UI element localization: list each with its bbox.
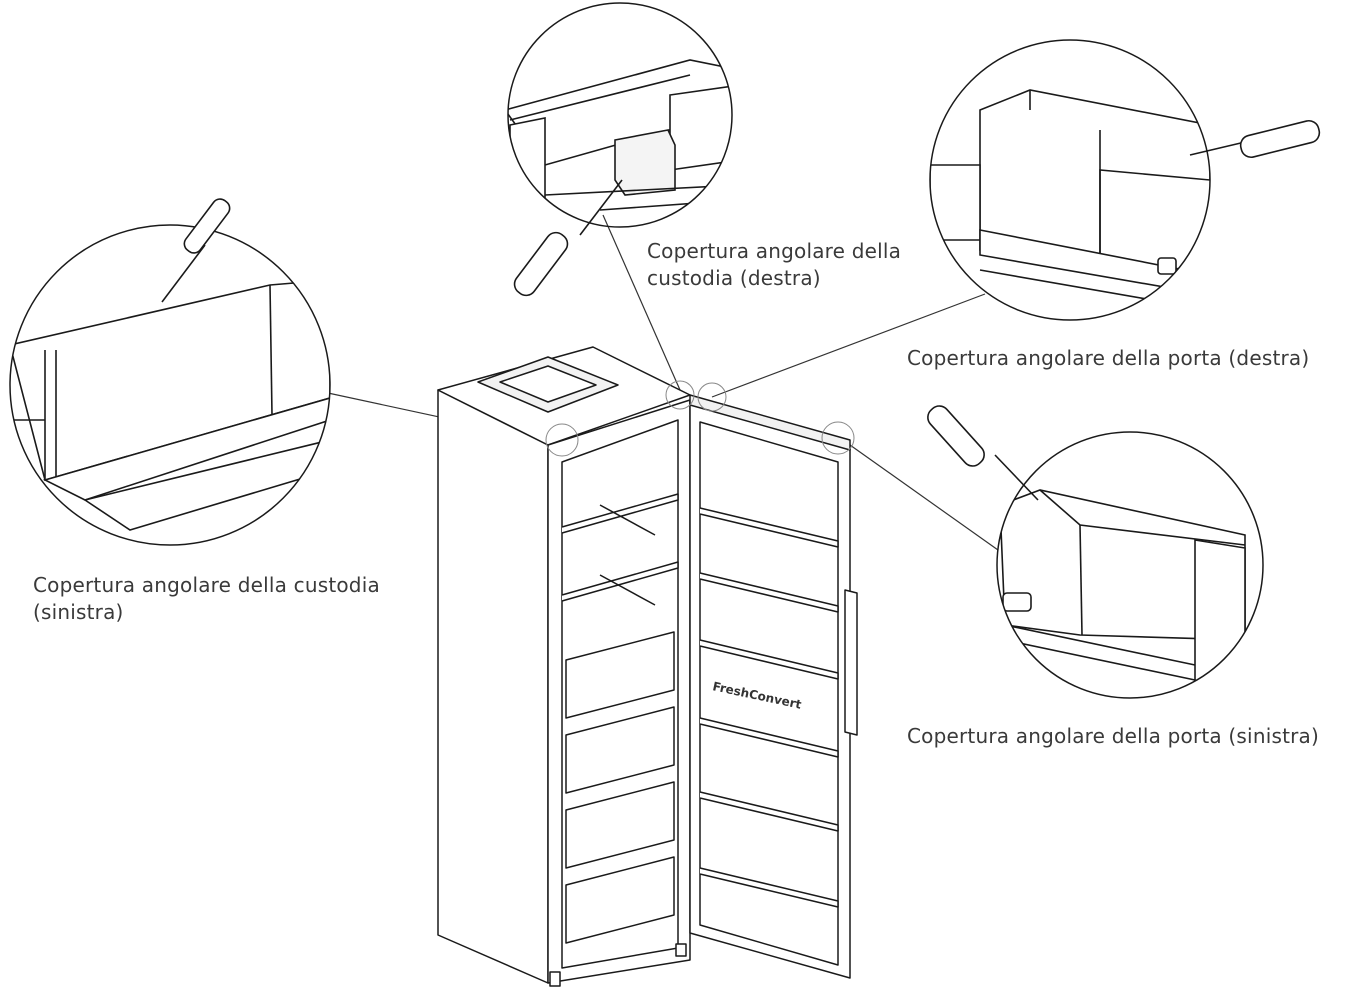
top-hinge-plate-inner (499, 365, 597, 403)
frame-line (979, 269, 1210, 311)
label-line: (sinistra) (33, 600, 124, 624)
cabinet-side-panel (437, 389, 549, 984)
door-bin (699, 572, 839, 613)
door-edge (1194, 539, 1246, 691)
shelf-depth-line (599, 504, 656, 536)
cabinet-top-line (509, 74, 691, 121)
leader-line-case-right (602, 214, 681, 391)
detail-case-left (9, 198, 331, 546)
door-inner-liner (699, 421, 839, 966)
door-top-trim (689, 394, 851, 451)
label-door-corner-cover-left: Copertura angolare della porta (sinistra… (907, 723, 1319, 750)
label-line: Copertura angolare della porta (destra) (907, 346, 1310, 370)
frame-line (599, 199, 732, 211)
door-handle (844, 589, 858, 736)
frame-strip (979, 229, 1210, 296)
screwdriver-icon (161, 198, 231, 303)
marker-case-left (545, 423, 579, 457)
corner-cover-piece (614, 129, 676, 196)
corner-highlight-markers (545, 380, 855, 457)
drawer (565, 631, 675, 719)
marker-case-right (665, 380, 695, 410)
shelf-depth-line (599, 574, 656, 606)
cabinet-front-face (509, 117, 546, 227)
cabinet-shelves (561, 493, 679, 606)
cover-seam (1079, 524, 1083, 636)
frame-lower (83, 438, 330, 531)
label-line: Copertura angolare della porta (sinistra… (907, 724, 1319, 748)
marker-door-right (697, 382, 727, 412)
cabinet-foot (549, 971, 561, 987)
drawer (565, 706, 675, 794)
detail-circle-outline (929, 39, 1211, 321)
hinge-clip (1157, 257, 1177, 275)
door-bin (699, 867, 839, 908)
screwdriver-icon (513, 179, 623, 297)
latch-slot (1002, 592, 1032, 612)
leader-line-door-left (849, 444, 999, 551)
frame-line (1004, 624, 1196, 666)
cover-edge (1039, 489, 1246, 546)
door-bin (699, 791, 839, 832)
label-line: custodia (destra) (647, 266, 821, 290)
detail-circle-outline (9, 224, 331, 546)
label-line: Copertura angolare della custodia (33, 573, 380, 597)
detail-circle-outline (996, 431, 1264, 699)
drawer (565, 781, 675, 869)
door-bin (699, 507, 839, 548)
label-line: Copertura angolare della (647, 239, 902, 263)
label-case-corner-cover-right: Copertura angolare della custodia (destr… (647, 238, 901, 292)
label-door-corner-cover-right: Copertura angolare della porta (destra) (907, 345, 1309, 372)
door-bin (699, 639, 839, 680)
door-bins (699, 507, 839, 908)
detail-door-left (927, 405, 1264, 699)
drawer (565, 856, 675, 944)
shelf (561, 561, 679, 602)
refrigerator (437, 346, 858, 987)
cabinet-drawers (565, 631, 675, 944)
cabinet-foot (675, 943, 687, 957)
door-top-block (669, 84, 732, 171)
frame-line (1004, 639, 1196, 681)
label-case-corner-cover-left: Copertura angolare della custodia (sinis… (33, 572, 380, 626)
leader-line-door-right (711, 293, 986, 398)
corner-cover-block (10, 279, 330, 481)
detail-circle-outline (507, 2, 733, 228)
cover-seam (269, 284, 273, 416)
marker-door-left (821, 421, 855, 455)
frame-ledge (42, 396, 330, 501)
frame-left (930, 164, 981, 241)
screwdriver-icon (1189, 119, 1321, 159)
detail-door-right (929, 39, 1321, 321)
screwdriver-icon (927, 405, 1039, 501)
door-bin (699, 717, 839, 758)
